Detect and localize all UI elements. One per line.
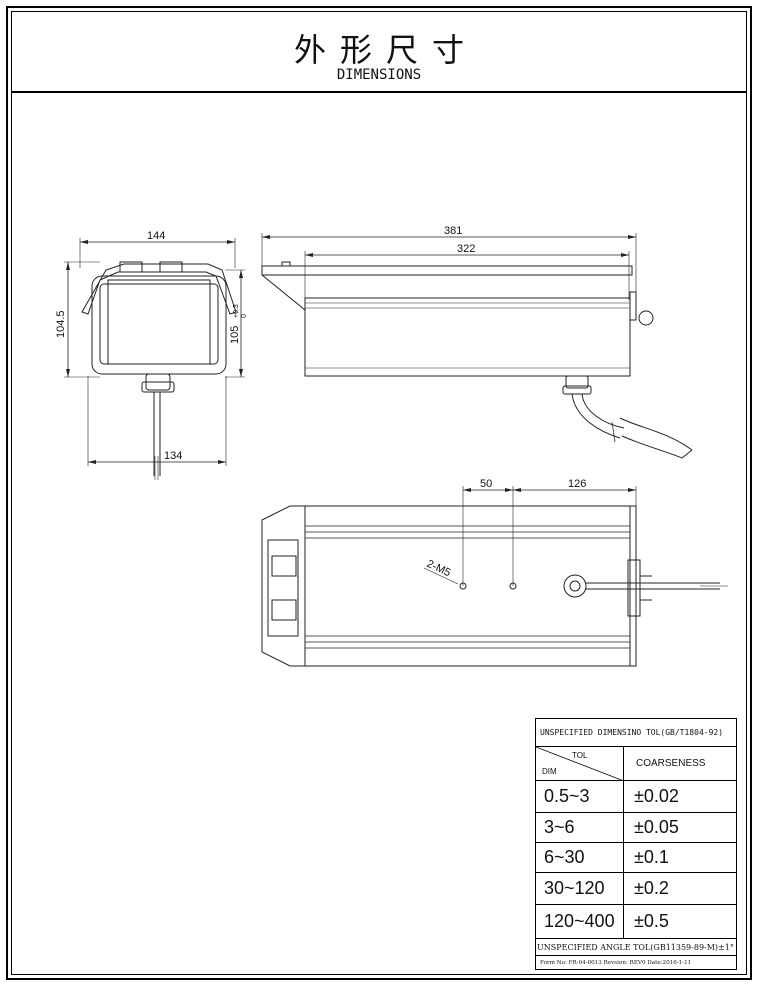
page-title-english: DIMENSIONS <box>336 67 422 83</box>
dim-front-height: 104.5 <box>55 310 67 338</box>
thread-label: 2-M5 <box>425 558 453 579</box>
tolerance-row: 6~30 ±0.1 <box>536 843 736 873</box>
dimension-arrows <box>66 235 636 492</box>
dim-front-tol-upper: +0.3 <box>233 304 240 318</box>
dim-side-body-length: 322 <box>457 243 475 255</box>
tolerance-table-title: UNSPECIFIED DIMENSINO TOL(GB/T1804-92) <box>536 719 736 747</box>
tolerance-row: 120~400 ±0.5 <box>536 905 736 939</box>
tolerance-range: 6~30 <box>536 843 624 872</box>
dim-bottom-spacing-a: 50 <box>480 478 492 490</box>
tolerance-header-diagonal-cell: TOL DIM <box>536 747 624 781</box>
dim-front-width: 144 <box>147 230 165 242</box>
tolerance-range: 30~120 <box>536 873 624 904</box>
header-coarseness-label: COARSENESS <box>636 758 706 769</box>
front-view <box>64 238 245 480</box>
drawing-inner-border <box>11 11 747 975</box>
diagonal-divider <box>536 747 624 781</box>
tolerance-row: 3~6 ±0.05 <box>536 813 736 843</box>
dim-front-tol-lower: 0 <box>241 314 248 318</box>
tolerance-value: ±0.2 <box>634 878 669 898</box>
page-title-chinese: 外形尺寸 <box>293 31 478 69</box>
header-dim-label: DIM <box>542 767 557 776</box>
tolerance-range: 120~400 <box>536 905 624 938</box>
tolerance-range: 3~6 <box>536 813 624 842</box>
tolerance-value: ±0.1 <box>634 847 669 867</box>
tolerance-table: UNSPECIFIED DIMENSINO TOL(GB/T1804-92) T… <box>535 718 737 970</box>
bottom-view <box>261 486 728 667</box>
side-view <box>261 233 693 459</box>
dim-side-overall-length: 381 <box>444 225 462 237</box>
tolerance-value: ±0.5 <box>634 911 669 931</box>
tolerance-value: ±0.02 <box>634 786 679 806</box>
form-number-note: Form No: FR-04-0013 Revsion: REV0 Date:2… <box>540 960 692 966</box>
drawing-outer-border <box>6 6 752 980</box>
tolerance-row: 30~120 ±0.2 <box>536 873 736 905</box>
dim-bottom-spacing-b: 126 <box>568 478 586 490</box>
tolerance-range: 0.5~3 <box>536 781 624 812</box>
dim-front-inner-height: 105 <box>229 326 241 344</box>
dim-front-bottom-width: 134 <box>164 450 182 462</box>
title-block: 外形尺寸 DIMENSIONS <box>11 11 747 93</box>
tolerance-header-row: TOL DIM COARSENESS <box>536 747 736 781</box>
header-tol-label: TOL <box>572 751 588 760</box>
tolerance-row: 0.5~3 ±0.02 <box>536 781 736 813</box>
angle-tolerance-note: UNSPECIFIED ANGLE TOL(GB11359-89-M)±1° <box>536 940 736 956</box>
tolerance-value: ±0.05 <box>634 817 679 837</box>
